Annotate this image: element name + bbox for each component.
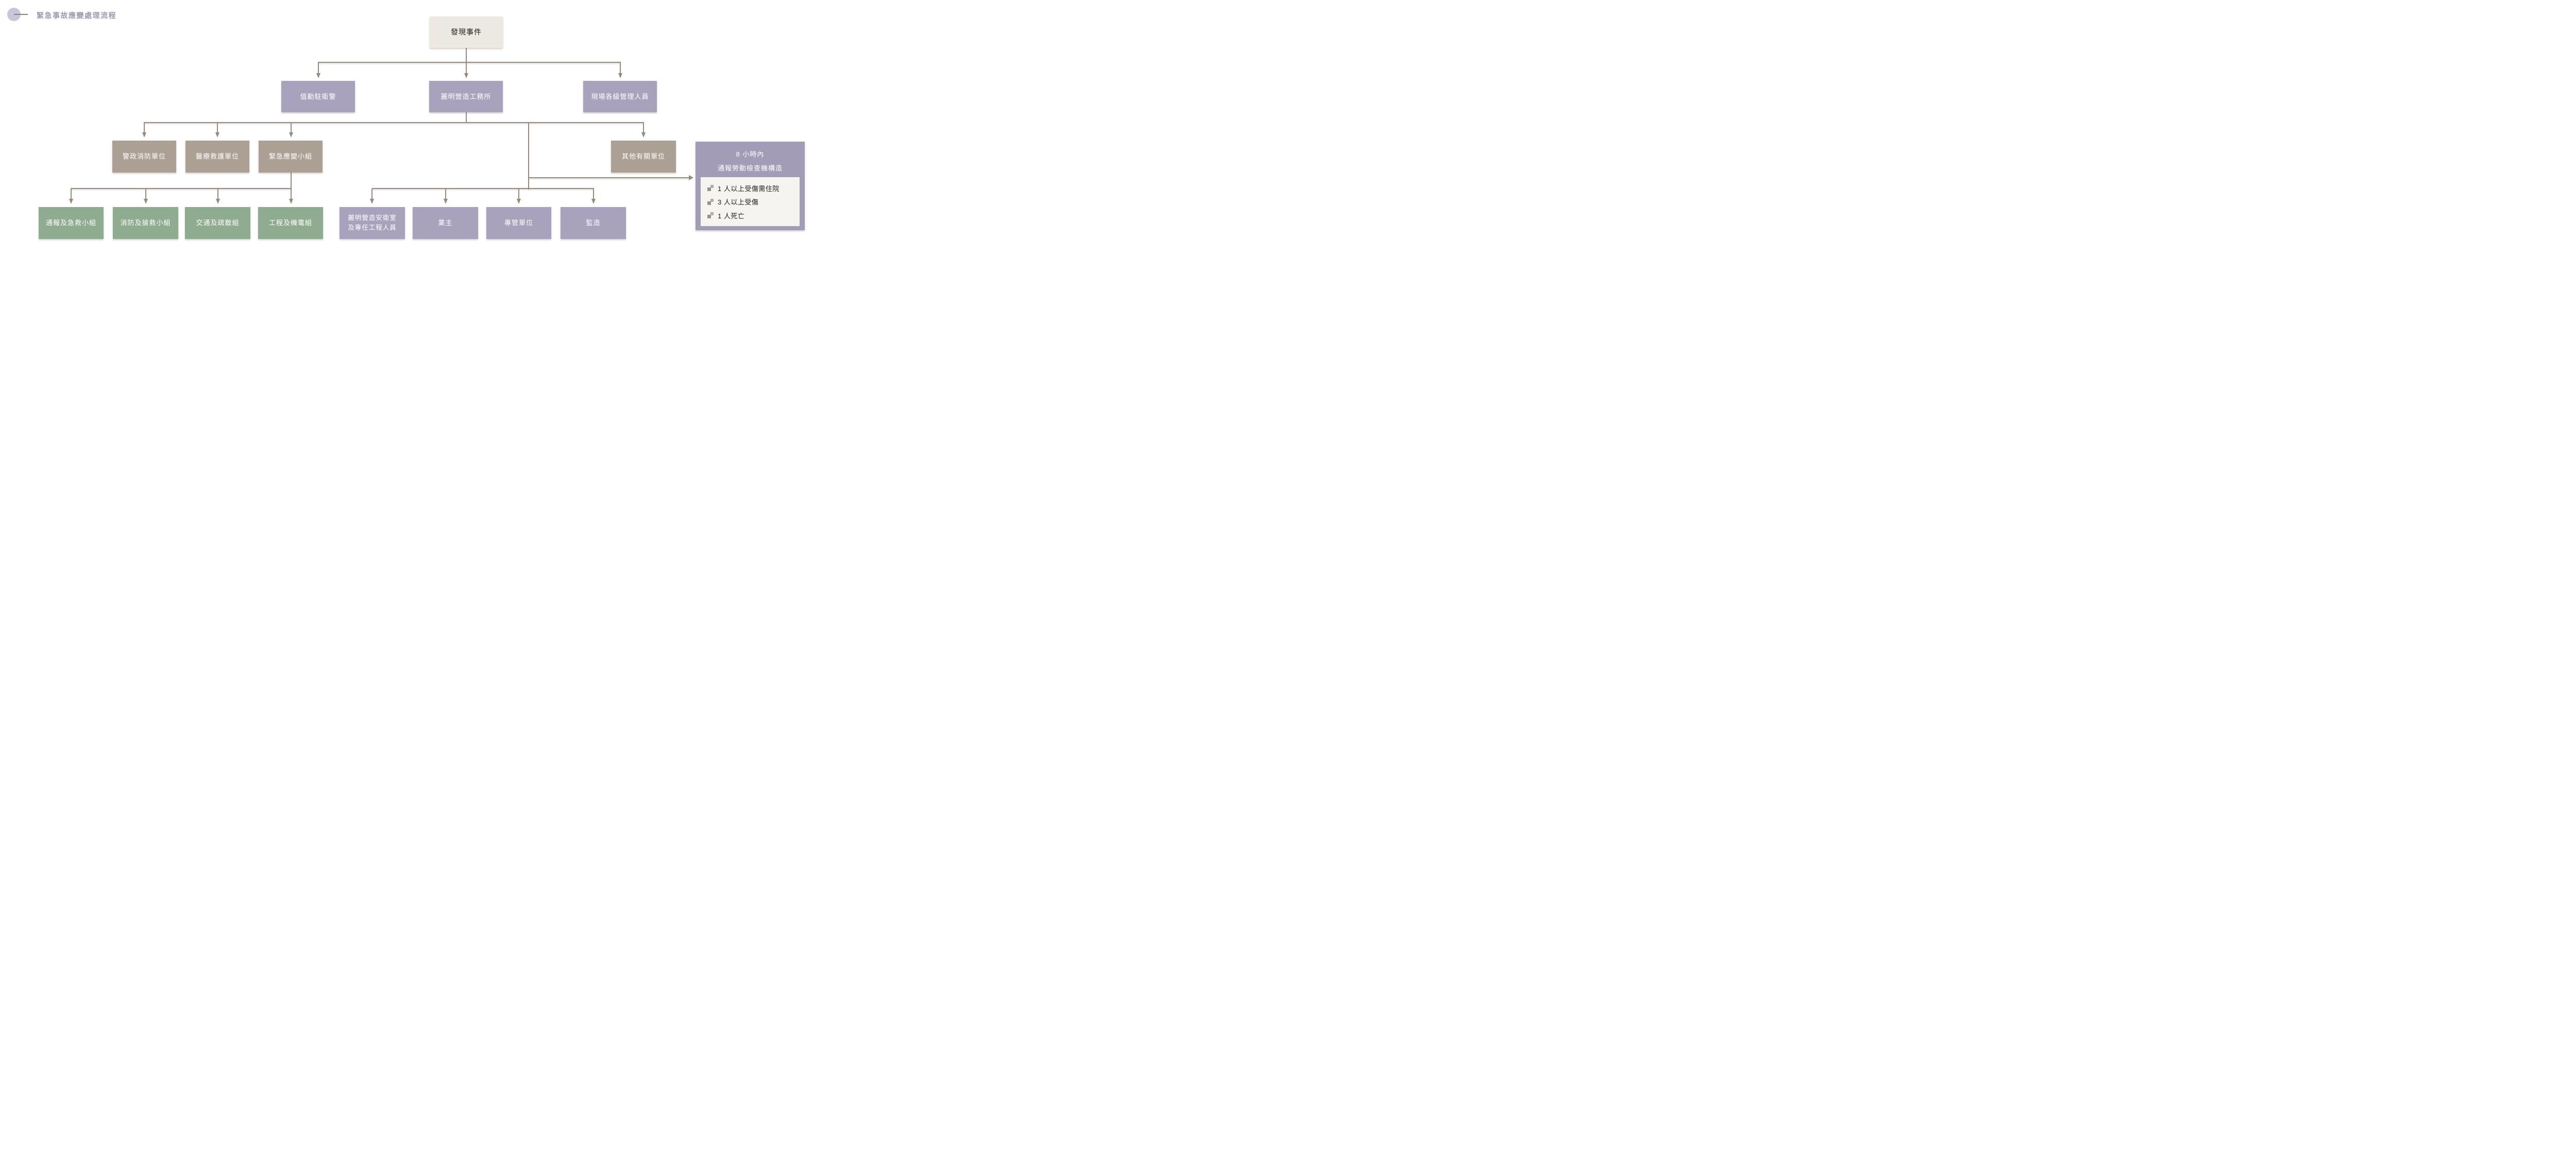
node-site-managers: 現場各級管理人員	[583, 81, 657, 112]
arrow-down-icon	[618, 73, 622, 78]
connector-stem	[643, 123, 644, 132]
arrow-down-icon	[69, 198, 73, 204]
page-title: 緊急事故應變處理流程	[37, 11, 116, 20]
connector-row3-distribution	[144, 122, 644, 123]
node-label: 緊急應變小組	[268, 152, 312, 161]
connector-office-down	[465, 112, 467, 123]
connector-start-down	[465, 48, 467, 63]
node-report-first-aid-team: 通報及急救小組	[39, 207, 104, 239]
list-item-text: 1 人以上受傷需住院	[718, 184, 779, 193]
node-label: 警政消防單位	[122, 152, 166, 161]
node-duty-guard: 值勤駐衛警	[281, 81, 355, 112]
node-liming-site-office: 麗明營造工務所	[429, 81, 503, 112]
arrow-down-icon	[216, 198, 220, 204]
connector-stem	[145, 189, 146, 199]
node-label: 工程及機電組	[268, 219, 312, 227]
arrow-down-icon	[215, 132, 219, 138]
node-label: 發現事件	[451, 28, 482, 36]
node-label: 交通及疏散組	[196, 219, 240, 227]
node-police-fire-unit: 警政消防單位	[112, 141, 176, 173]
checker-bullet-icon	[707, 198, 714, 205]
connector-stem	[619, 63, 621, 73]
node-label: 麗明營造安衛室 及專任工程人員	[348, 214, 397, 231]
connector-stem	[317, 63, 319, 73]
connector-junction-down	[528, 123, 529, 190]
node-competent-authority: 專管單位	[486, 207, 551, 239]
node-label: 專管單位	[504, 219, 533, 227]
node-label: 通報及急救小組	[45, 219, 96, 227]
arrow-down-icon	[289, 198, 293, 204]
connector-stem	[465, 63, 467, 73]
node-label: 業主	[438, 219, 453, 227]
list-item-text: 3 人以上受傷	[718, 198, 759, 206]
arrow-down-icon	[591, 198, 596, 204]
node-label: 值勤駐衛警	[300, 92, 336, 100]
connector-stem	[217, 123, 218, 132]
arrow-down-icon	[144, 198, 148, 204]
arrow-down-icon	[443, 198, 448, 204]
node-label: 消防及搶救小組	[120, 219, 171, 227]
node-fire-rescue-team: 消防及搶救小組	[113, 207, 178, 239]
connector-stem	[592, 189, 594, 199]
list-item-text: 1 人死亡	[718, 212, 745, 220]
node-traffic-evacuation-team: 交通及疏散組	[185, 207, 250, 239]
node-label: 醫療救護單位	[195, 152, 239, 161]
connector-stem	[371, 189, 372, 199]
connector-stem	[71, 189, 72, 199]
arrow-right-icon	[689, 175, 693, 180]
list-item: 1 人以上受傷需住院	[701, 183, 800, 193]
arrow-down-icon	[142, 132, 146, 138]
checker-bullet-icon	[707, 212, 714, 218]
node-emergency-response-team: 緊急應變小組	[259, 141, 323, 173]
labor-inspection-notify-panel: 8 小時內 通報勞動檢查機構造 1 人以上受傷需住院 3 人以上受傷 1 人死亡	[696, 142, 805, 230]
flowchart-canvas: 緊急事故應變處理流程 發現事件 值勤駐衛警 麗明營造工務所	[0, 0, 808, 246]
connector-row2-distribution	[318, 62, 621, 63]
list-item: 1 人死亡	[701, 211, 800, 220]
checker-bullet-icon	[707, 185, 714, 191]
arrow-down-icon	[289, 132, 293, 138]
node-engineering-mechanical-team: 工程及機電組	[258, 207, 323, 239]
node-label: 監造	[586, 219, 601, 227]
node-supervisor: 監造	[561, 207, 626, 239]
arrow-down-icon	[316, 73, 320, 78]
connector-stem	[290, 123, 292, 132]
title-dash-icon	[14, 14, 28, 15]
node-label: 麗明營造工務所	[440, 92, 492, 100]
arrow-down-icon	[464, 73, 468, 78]
node-discover-event: 發現事件	[430, 16, 503, 48]
node-owner: 業主	[413, 207, 478, 239]
connector-to-panel	[529, 177, 689, 178]
panel-title: 8 小時內 通報勞動檢查機構造	[717, 150, 783, 172]
connector-purple-distribution	[371, 188, 594, 189]
list-item: 3 人以上受傷	[701, 197, 800, 207]
connector-stem	[445, 189, 446, 199]
connector-green-distribution	[71, 188, 291, 189]
node-label: 現場各級管理人員	[591, 92, 649, 100]
connector-stem	[518, 189, 519, 199]
connector-stem	[143, 123, 145, 132]
panel-criteria-list: 1 人以上受傷需住院 3 人以上受傷 1 人死亡	[701, 177, 800, 226]
connector-team-down	[290, 173, 292, 199]
node-medical-rescue-unit: 醫療救護單位	[185, 141, 249, 173]
connector-stem	[217, 189, 218, 199]
node-label: 其他有關單位	[621, 152, 665, 161]
arrow-down-icon	[370, 198, 374, 204]
arrow-down-icon	[517, 198, 521, 204]
node-other-related-units: 其他有關單位	[611, 141, 676, 173]
node-liming-safety-office: 麗明營造安衛室 及專任工程人員	[340, 207, 405, 239]
arrow-down-icon	[641, 132, 646, 138]
